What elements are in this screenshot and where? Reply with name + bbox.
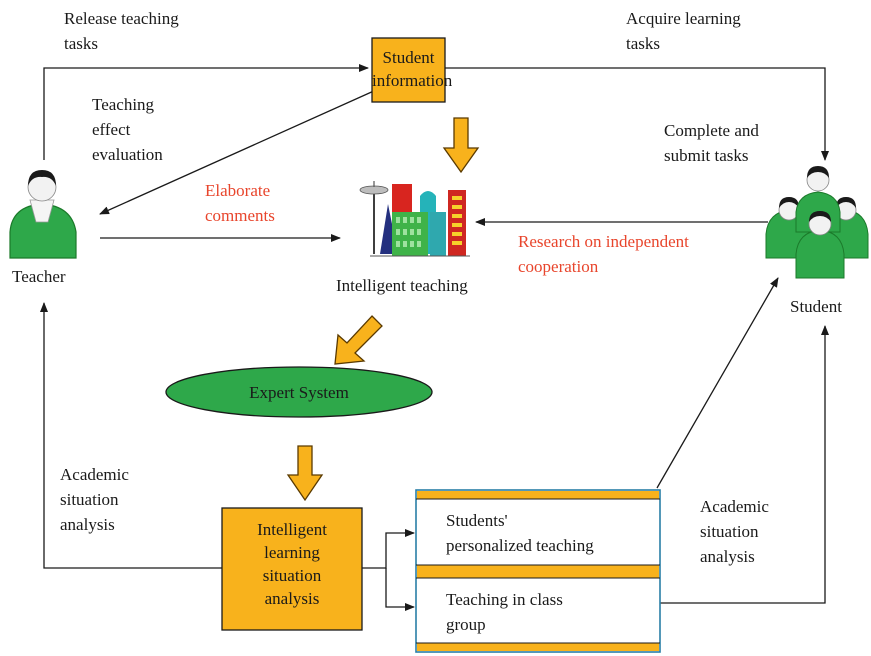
personalized-teaching-text: Students'personalized teaching <box>446 511 594 555</box>
block-arrow-down-1 <box>442 117 480 174</box>
student-group-icon <box>765 166 869 279</box>
city-buildings-icon <box>359 181 470 257</box>
teacher-icon <box>9 170 77 259</box>
intelligent-learning-box <box>221 507 363 631</box>
student-information-box <box>371 37 446 103</box>
connector-academic-left <box>40 302 222 569</box>
connector-branch-lower <box>385 568 415 611</box>
connector-diagonal-student <box>656 277 779 489</box>
connector-branch <box>362 529 415 569</box>
block-arrow-diagonal <box>334 315 383 365</box>
connector-release-tasks <box>43 64 369 160</box>
expert-system-ellipse <box>165 366 433 418</box>
student-label: Student <box>790 297 842 316</box>
connector-effect-evaluation <box>99 89 377 215</box>
expert-system-text: Expert System <box>249 383 349 402</box>
intelligent-teaching-label: Intelligent teaching <box>336 276 468 295</box>
connector-acquire-tasks <box>445 67 829 161</box>
block-arrow-down-2 <box>286 445 324 502</box>
teacher-label: Teacher <box>12 267 66 286</box>
rows-box <box>415 489 661 653</box>
connector-academic-right <box>660 325 829 604</box>
